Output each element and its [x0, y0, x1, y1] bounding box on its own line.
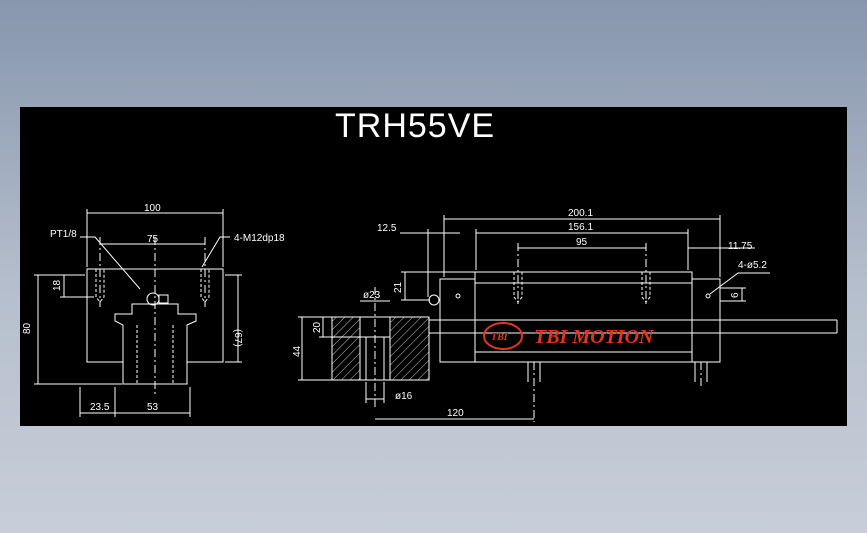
cad-viewport[interactable]: TRH55VE — [20, 107, 847, 426]
side-dimensions: 200.1 156.1 95 12.5 11.75 21 6 ø23 20 44… — [292, 208, 767, 419]
dim-120: 120 — [447, 408, 464, 419]
dim-6: 6 — [730, 292, 741, 298]
label-m12-tap: 4-M12dp18 — [234, 233, 285, 244]
label-holes: 4-ø5.2 — [738, 260, 767, 271]
front-dimensions: 100 75 80 18 (67) 23.5 53 PT1/8 4-M12dp1… — [22, 203, 285, 413]
front-view — [34, 209, 242, 417]
dim-20: 20 — [312, 321, 323, 333]
side-view — [298, 215, 838, 422]
dim-phi-23: ø23 — [363, 290, 381, 301]
dim-156-1: 156.1 — [568, 222, 593, 233]
dim-100: 100 — [144, 203, 161, 214]
dim-53: 53 — [147, 402, 159, 413]
dim-12-5: 12.5 — [377, 223, 397, 234]
dim-11-75: 11.75 — [728, 241, 753, 252]
dim-18: 18 — [52, 279, 63, 291]
front-block-outline — [86, 268, 224, 363]
drawing-canvas: TRH55VE — [22, 107, 838, 422]
dim-67: (67) — [232, 329, 243, 347]
end-cap-left — [439, 278, 476, 363]
dim-80: 80 — [22, 322, 33, 334]
grease-nipple-side — [428, 294, 440, 306]
dim-200-1: 200.1 — [568, 208, 593, 219]
tbi-logo: TBI TBI MOTION — [483, 322, 655, 350]
dim-95: 95 — [576, 237, 588, 248]
dim-44: 44 — [292, 345, 303, 357]
end-cap-right — [691, 278, 721, 363]
tbi-logo-mark — [483, 322, 523, 350]
tbi-logo-mark-text: TBI — [491, 332, 509, 343]
label-pt18: PT1/8 — [50, 229, 77, 240]
grease-nipple — [146, 292, 160, 306]
dim-21: 21 — [393, 281, 404, 293]
dim-phi-16: ø16 — [395, 391, 413, 402]
tbi-logo-text: TBI MOTION — [534, 326, 655, 348]
dim-75: 75 — [147, 234, 159, 245]
dim-23-5: 23.5 — [90, 402, 110, 413]
drawing-title: TRH55VE — [335, 107, 495, 145]
